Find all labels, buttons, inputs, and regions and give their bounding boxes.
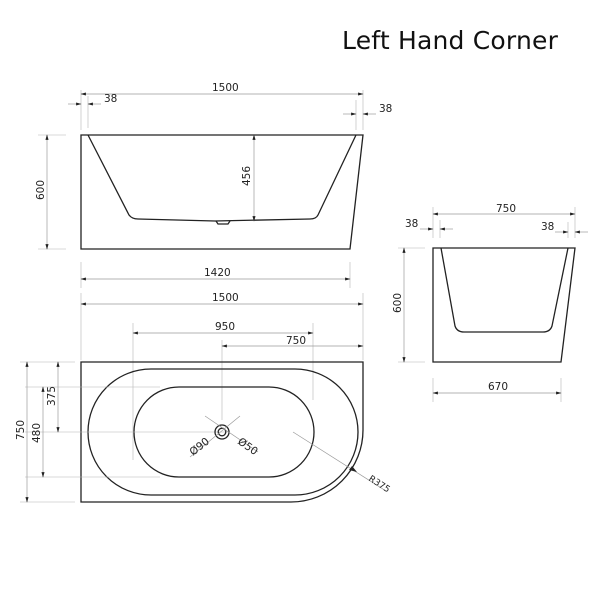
- top-drain-offset-label: 375: [46, 386, 58, 406]
- front-depth-label: 456: [241, 166, 253, 186]
- front-body-outline: [80, 134, 364, 250]
- front-right-lip-label: 38: [379, 103, 392, 115]
- top-inner-width-label: 480: [31, 423, 43, 443]
- front-left-lip-label: 38: [104, 93, 117, 105]
- top-drain-to-end-label: 750: [286, 335, 306, 347]
- side-body-outline: [432, 247, 576, 363]
- side-left-lip-label: 38: [405, 218, 418, 230]
- top-depth-label: 750: [15, 420, 27, 440]
- drain-bump: [215, 220, 231, 225]
- top-inner-span-label: 950: [215, 321, 235, 333]
- page-title: Left Hand Corner: [342, 26, 559, 55]
- drain-inner-circle: [217, 427, 227, 437]
- side-right-lip-label: 38: [541, 221, 554, 233]
- front-base-label: 1420: [204, 267, 231, 279]
- top-view: 1500 950 750 750 480 375: [15, 292, 391, 503]
- front-view: 1500 38 38 600 456 1420: [35, 82, 392, 288]
- side-base-label: 670: [488, 381, 508, 393]
- front-width-label: 1500: [212, 82, 239, 94]
- front-height-label: 600: [35, 180, 47, 200]
- side-width-label: 750: [496, 203, 516, 215]
- side-view: 750 38 38 600 670: [392, 203, 588, 402]
- top-width-label: 1500: [212, 292, 239, 304]
- corner-radius-label: R375: [366, 474, 391, 495]
- front-basin-outline: [87, 134, 357, 222]
- top-outer-outline: [80, 361, 364, 503]
- drain-outer-dia-label: Ø90: [187, 436, 211, 459]
- side-basin-outline: [440, 247, 569, 333]
- side-height-label: 600: [392, 293, 404, 313]
- drain-inner-dia-label: Ø50: [235, 436, 260, 458]
